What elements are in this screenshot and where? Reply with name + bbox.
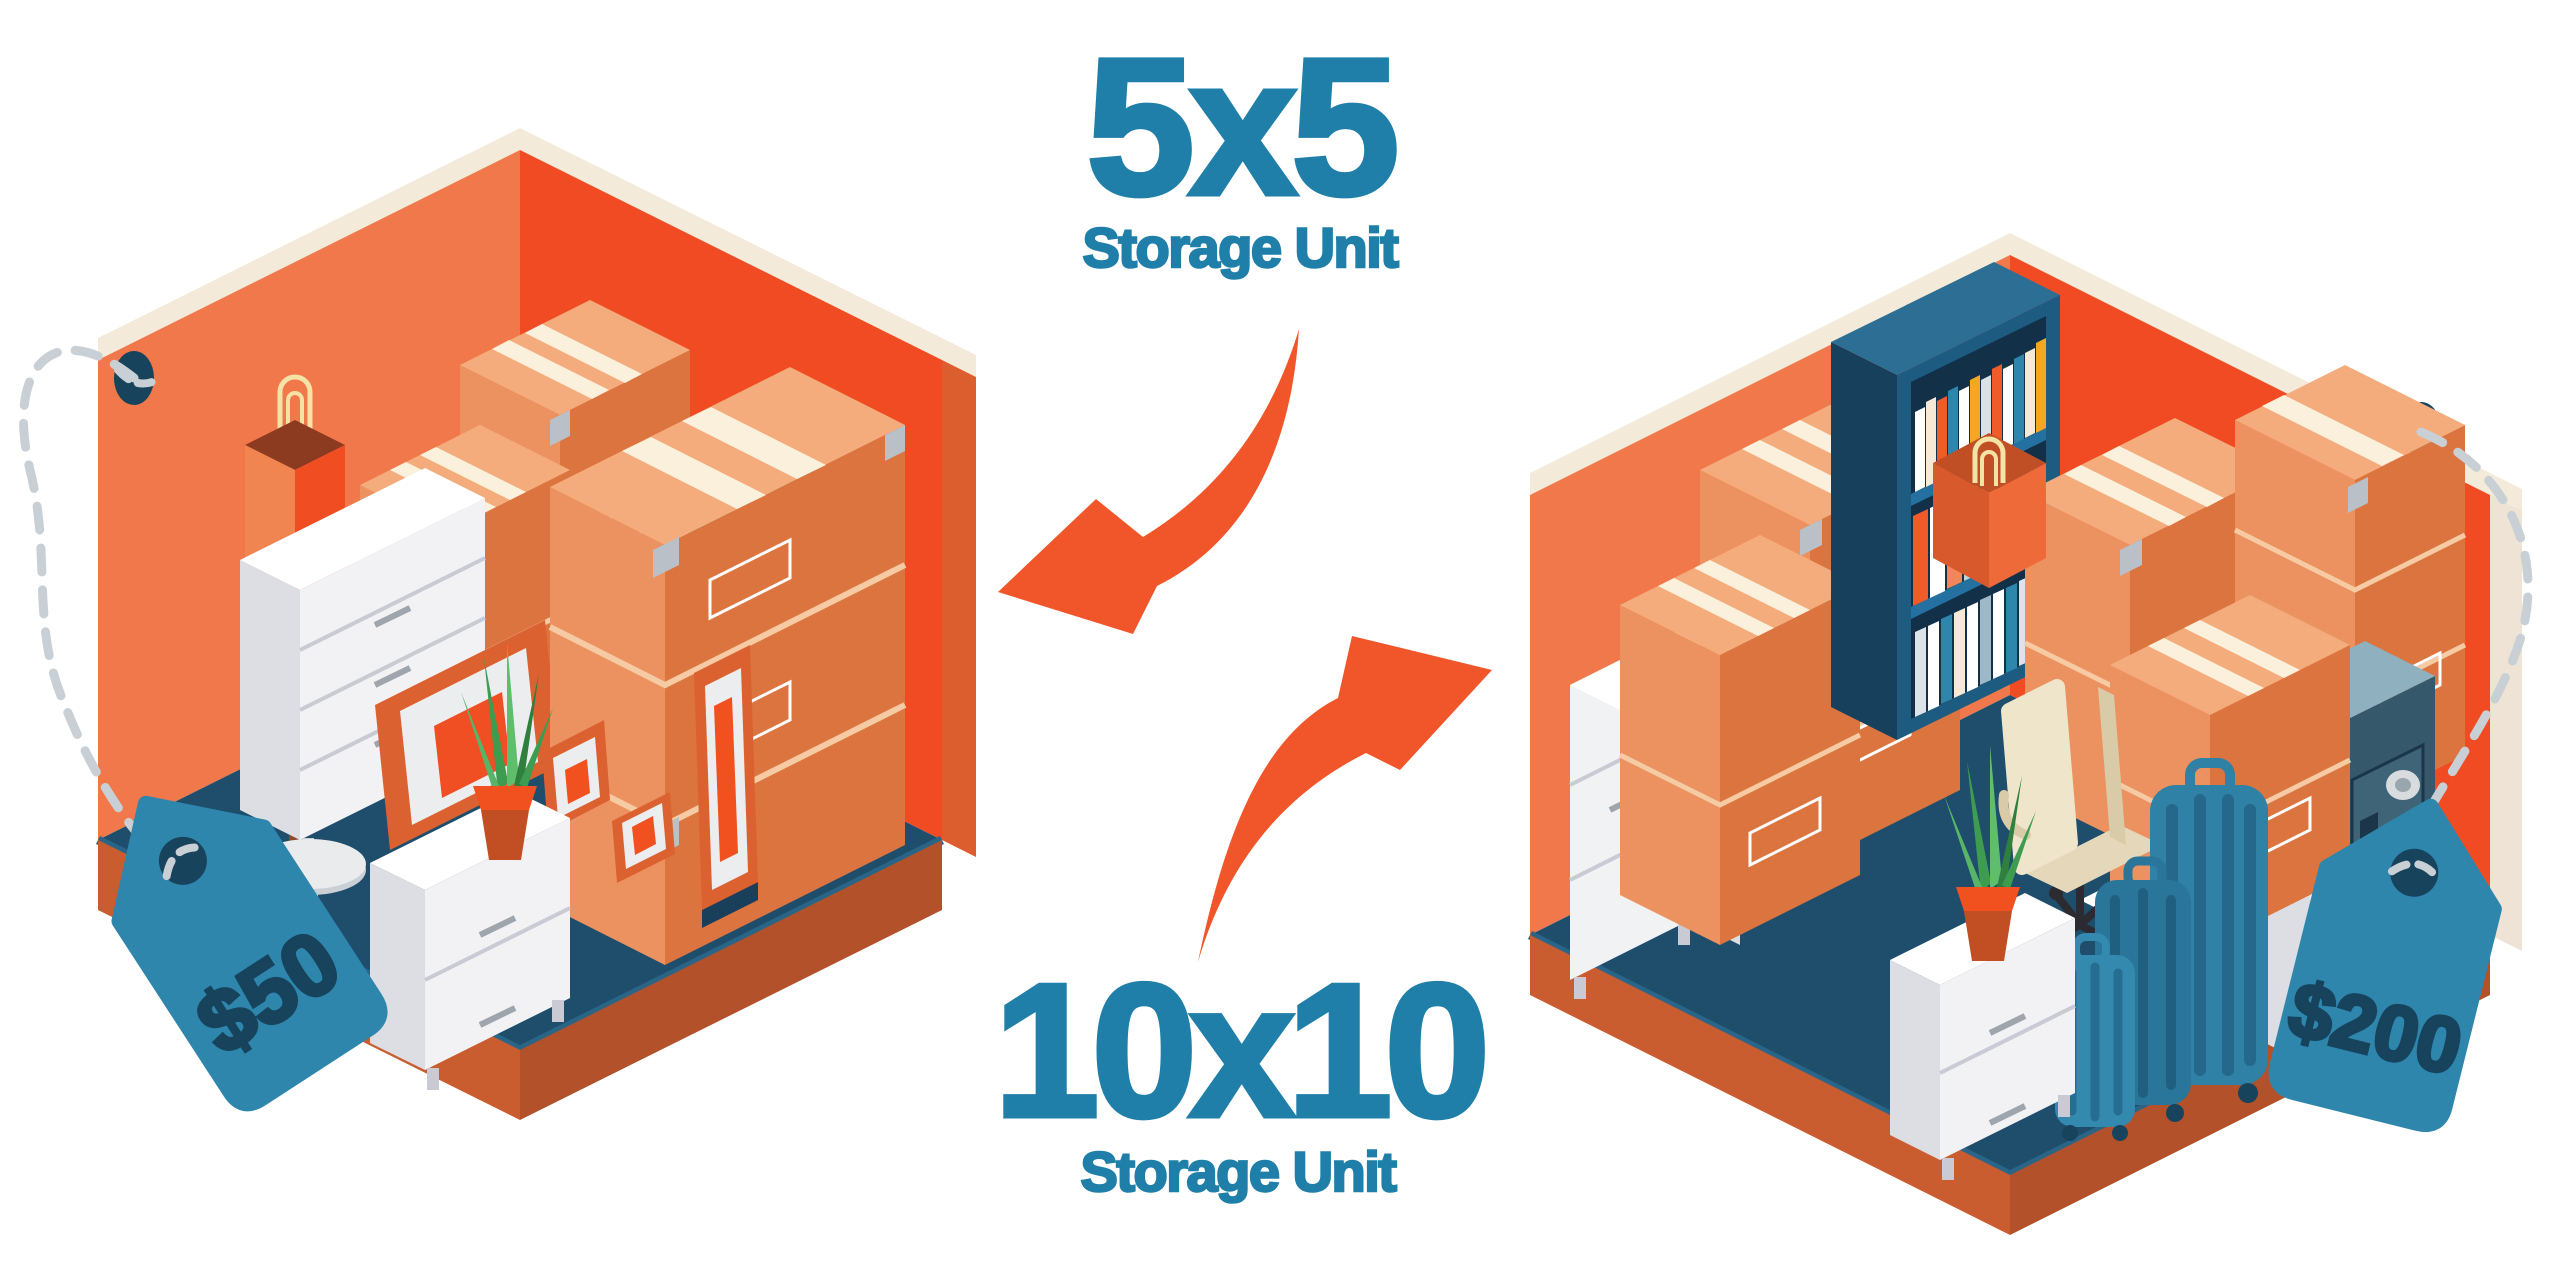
unit-5x5-type-label: Storage Unit [1081,216,1400,280]
arrow-to-5x5-icon [998,329,1299,634]
hanging-open-box-lamp [1933,433,2046,588]
unit-10x10-size-label: 10x10 [991,945,1492,1157]
leaning-small-frames [542,720,675,883]
cardboard-box-stack-front-left [1618,535,1862,945]
unit-5x5-size-label: 5x5 [1084,18,1402,236]
potted-plant [461,642,553,860]
leaning-tall-frame [694,645,758,928]
unit-10x10-type-label: Storage Unit [1079,1140,1398,1204]
price-tag-string-left [19,345,181,879]
arrow-to-10x10-icon [1198,636,1492,962]
price-tag-5x5: $50 [111,795,388,1112]
books-bottom-shelf [1915,576,2030,717]
price-tag-10x10: $200 [2268,798,2502,1133]
office-chair [1998,679,2162,958]
white-nightstand [1890,893,2076,1180]
potted-plant [1944,745,2036,961]
